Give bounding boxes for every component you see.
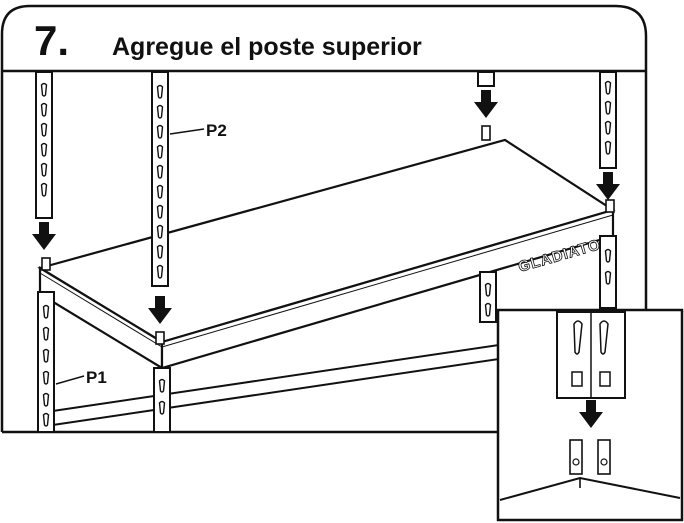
peg xyxy=(155,331,165,345)
post-back-right-stub xyxy=(477,71,495,87)
post-p2 xyxy=(151,71,169,287)
peg xyxy=(605,199,615,213)
step-header: 7. Agregue el poste superior xyxy=(34,17,422,64)
post-right-lower xyxy=(599,235,617,309)
post-front-lower xyxy=(153,367,171,433)
step-title: Agregue el poste superior xyxy=(112,33,422,61)
post-p1 xyxy=(37,291,55,433)
post-right-upper xyxy=(599,71,617,169)
post-back-lower xyxy=(479,271,497,323)
label-p1: P1 xyxy=(86,368,107,387)
peg xyxy=(481,125,491,141)
step-number: 7. xyxy=(34,17,69,64)
label-p2: P2 xyxy=(206,121,227,140)
post-left-upper xyxy=(35,71,53,219)
detail-inset xyxy=(496,308,684,522)
top-shelf: GLADIATOR xyxy=(37,138,616,370)
peg xyxy=(41,257,51,271)
